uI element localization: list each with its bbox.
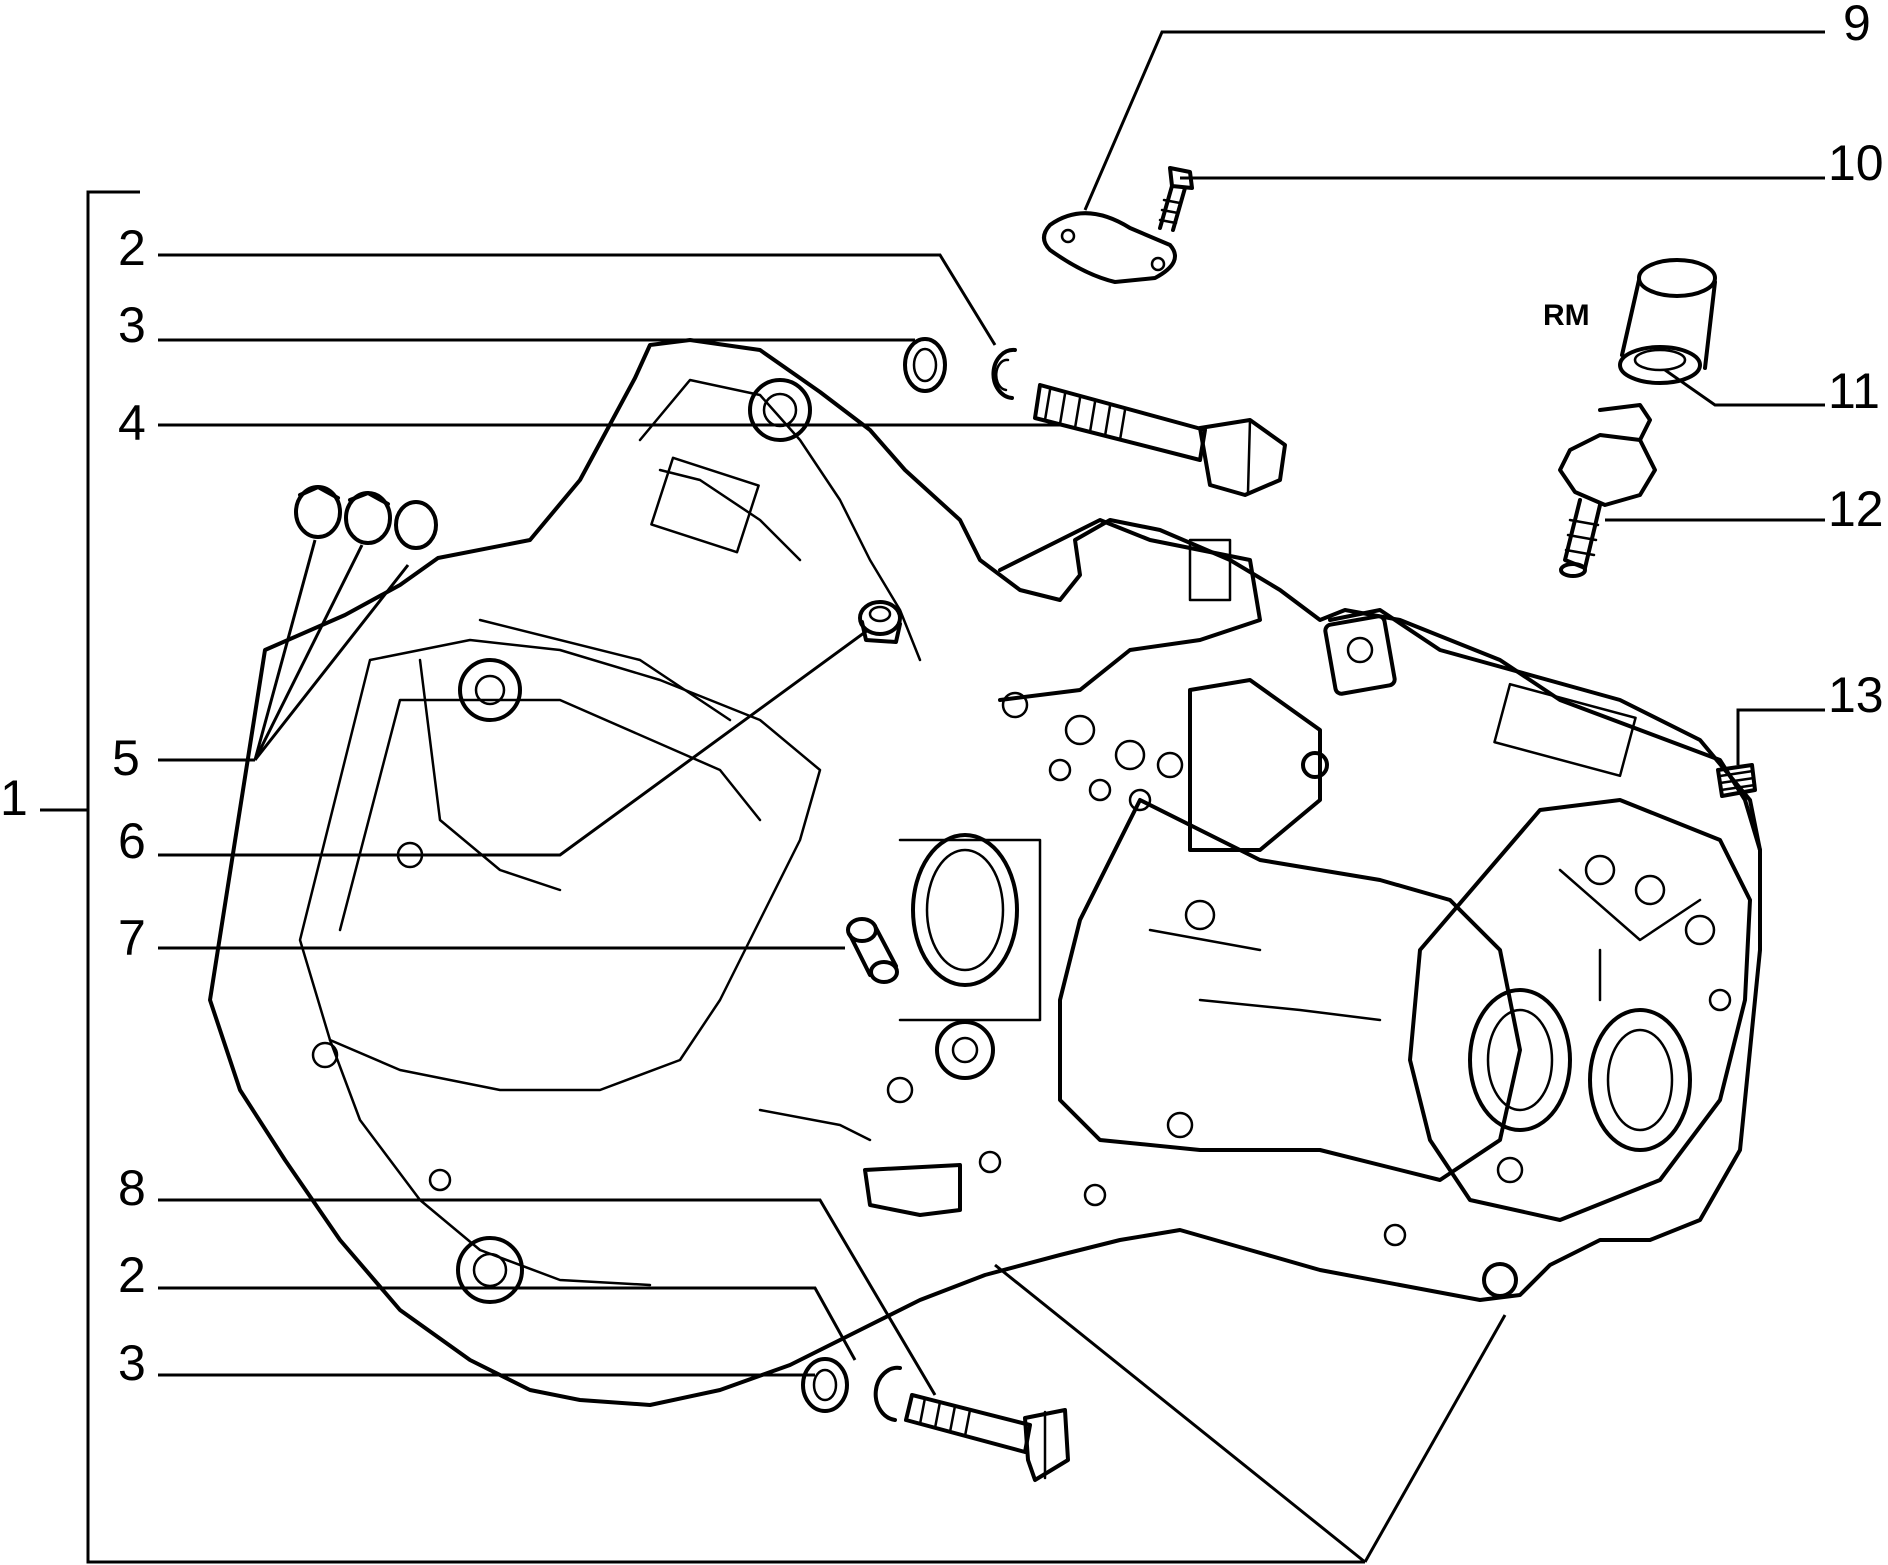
callout-2-bottom: 2 — [118, 1247, 146, 1303]
callout-3-top: 3 — [118, 297, 146, 353]
callout-12: 12 — [1828, 481, 1884, 537]
leader-lines — [40, 30, 1825, 1564]
callout-6: 6 — [118, 813, 146, 869]
bolt-part-4 — [1033, 383, 1287, 497]
screw-part-10 — [1158, 166, 1194, 232]
washer-part-3-top — [903, 337, 947, 393]
bushing-part-6 — [858, 600, 902, 644]
callout-1: 1 — [0, 770, 28, 826]
threaded-plug-part-13 — [1716, 763, 1757, 798]
rm-annotation: RM — [1543, 299, 1590, 332]
sleeve-part-11 — [1618, 258, 1717, 385]
split-ring-part-2-top — [991, 347, 1017, 400]
callout-7: 7 — [118, 910, 146, 966]
callout-9: 9 — [1843, 0, 1871, 51]
callout-8: 8 — [118, 1160, 146, 1216]
washer-part-3-bottom — [801, 1357, 849, 1413]
split-ring-part-2-bottom — [873, 1365, 902, 1422]
plugs-part-5 — [294, 485, 438, 550]
switch-part-12 — [1558, 403, 1657, 578]
gearbox-housing — [208, 338, 1762, 1407]
callout-3-bottom: 3 — [118, 1335, 146, 1391]
dowel-pin-part-7 — [846, 917, 899, 984]
callout-10: 10 — [1828, 135, 1884, 191]
bolt-part-8 — [904, 1393, 1070, 1482]
cover-plate-part-9 — [1042, 211, 1177, 284]
callout-11: 11 — [1828, 363, 1880, 419]
callout-13: 13 — [1828, 667, 1884, 723]
callout-4: 4 — [118, 395, 146, 451]
callout-2-top: 2 — [118, 220, 146, 276]
callout-5: 5 — [112, 730, 140, 786]
